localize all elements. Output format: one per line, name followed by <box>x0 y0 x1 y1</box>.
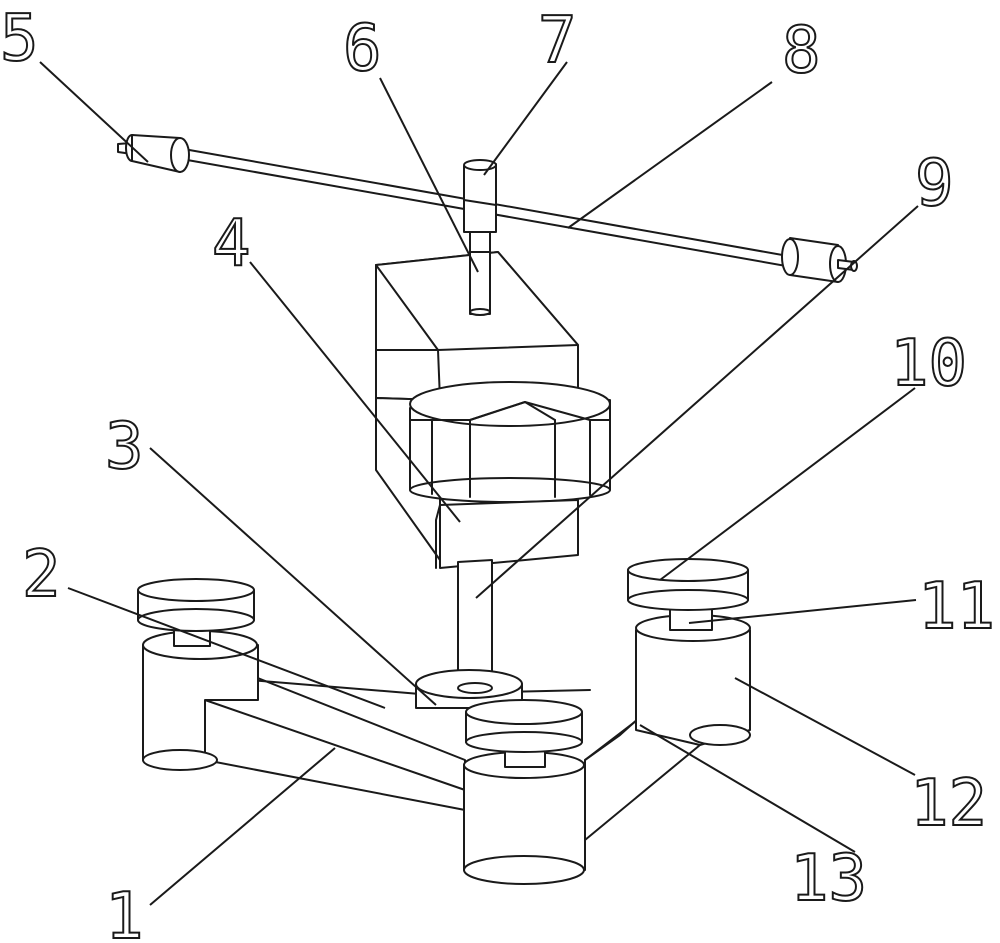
label-11: 11 <box>918 570 995 644</box>
label-10: 10 <box>890 327 967 401</box>
right-wheel-assembly <box>627 558 751 746</box>
label-9: 9 <box>915 147 954 221</box>
lower-block <box>435 499 579 569</box>
upper-block <box>375 251 579 401</box>
leader-lines <box>39 61 919 906</box>
label-12: 12 <box>910 767 987 841</box>
front-wheel-assembly <box>463 699 586 885</box>
label-8: 8 <box>782 14 821 88</box>
label-2: 2 <box>22 538 61 612</box>
rod-assembly <box>117 134 858 283</box>
label-6: 6 <box>343 12 382 86</box>
label-3: 3 <box>105 410 144 484</box>
label-1: 1 <box>105 880 144 943</box>
label-5: 5 <box>0 2 39 76</box>
label-13: 13 <box>790 842 867 916</box>
label-7: 7 <box>538 4 577 78</box>
upper-sleeve <box>463 159 497 233</box>
right-end-cap <box>781 237 858 283</box>
label-4: 4 <box>212 207 251 281</box>
left-end-cap <box>117 134 190 173</box>
gear-disc <box>409 381 611 503</box>
